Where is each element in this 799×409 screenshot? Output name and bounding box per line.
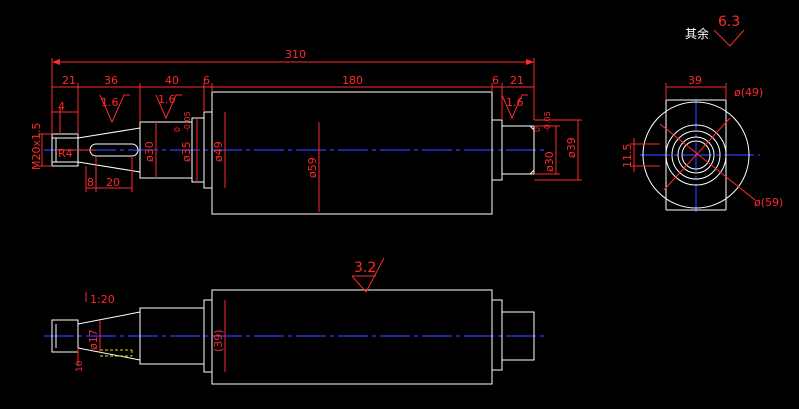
d59-text: ø59 [306,157,319,178]
dim-d59: ø59 [306,122,320,212]
dim-d39: ø39 [534,119,582,181]
dim-8-20: 8 20 [85,156,133,192]
dim-6b: 6 [492,74,499,87]
roughness-symbol-2: 1.6 [155,93,182,120]
rest-label: 其余 [685,26,709,41]
side-h-text: 11.5 [621,144,634,169]
roughness-2-text: 1.6 [158,93,176,106]
bottom-view-shaft [44,289,548,385]
dim-20-text: 20 [106,176,120,189]
roughness-symbol-3: 1.6 [501,94,528,120]
dim-310: 310 [285,48,306,61]
dim-overall: 310 [51,48,535,134]
dim-sections: 21 36 40 6 180 6 21 [52,74,534,134]
d30-text: ø30 [143,141,156,162]
thread-text: M20x1.5 [30,123,43,171]
radius-text: R4 [58,147,73,160]
d49-text: ø49 [212,141,225,162]
taper-text: 1:20 [90,293,115,306]
side-view-dims: 39 ø(49) ø(59) 11.5 [621,74,783,209]
side-d49-text: ø(49) [734,86,763,99]
dim-21a: 21 [62,74,76,87]
roughness-3-text: 1.6 [506,96,524,109]
d30b-tol-up: 0 [533,127,542,132]
bottom-d39-text: (39) [212,329,225,352]
dim-d30: ø30 [143,122,157,178]
bottom-roughness: 3.2 [351,257,385,293]
dim-36: 36 [104,74,118,87]
roughness-1-text: 1.6 [101,96,119,109]
bottom-roughness-text: 3.2 [354,260,376,276]
d39-text: ø39 [565,137,578,158]
dim-40: 40 [165,74,179,87]
dim-d35: ø35 0 -0.05 [173,111,198,182]
side-d59-text: ø(59) [754,196,783,209]
dim-6a: 6 [203,74,210,87]
dim-thread: M20x1.5 [30,123,52,171]
roughness-symbol-1: 1.6 [99,94,130,124]
bottom-h10-text: 10 [75,360,85,372]
dim-21b: 21 [510,74,524,87]
side-width-text: 39 [688,74,702,87]
d35-tol-up: 0 [173,127,182,132]
dim-8-text: 8 [87,176,94,189]
dim-180: 180 [342,74,363,87]
bottom-d17-text: ø17 [87,329,100,350]
side-view [640,99,760,212]
d30b-tol-dn: -0.05 [543,111,552,132]
dim-d49: ø49 [212,112,226,188]
dim-4: 4 [52,100,78,134]
top-view-shaft [44,91,548,215]
dim-radius: R4 [56,147,96,160]
dim-4-text: 4 [58,100,65,113]
d35-tol-dn: -0.05 [183,111,192,132]
dim-d30b: ø30 0 -0.05 [533,111,560,175]
bottom-view-dims: 1:20 ø17 (39) 10 [75,292,226,372]
roughness-rest: 其余 6.3 [685,14,745,47]
d30b-text: ø30 [543,151,556,172]
rest-value: 6.3 [718,14,740,30]
d35-text: ø35 [180,141,193,162]
